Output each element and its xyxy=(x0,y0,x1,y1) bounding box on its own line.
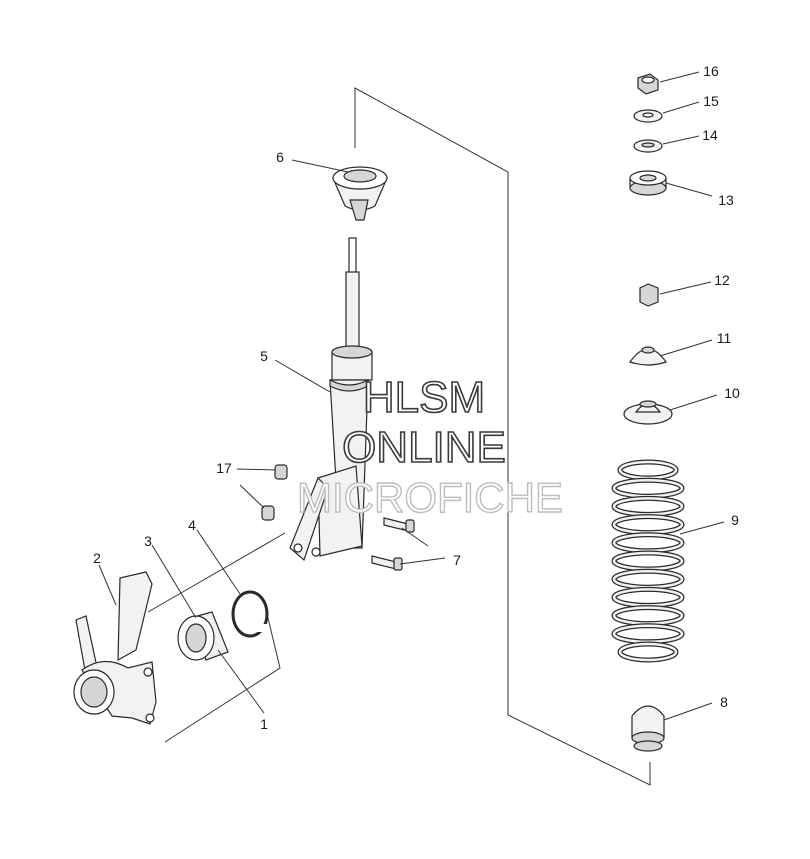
callout-8: 8 xyxy=(720,694,728,710)
bolts xyxy=(371,517,415,571)
callout-9: 9 xyxy=(731,512,739,528)
callout-5: 5 xyxy=(260,348,268,364)
callout-16: 16 xyxy=(703,63,719,79)
leader-lines xyxy=(98,71,725,721)
small-nuts xyxy=(261,464,288,521)
watermark-line-2: ONLINE xyxy=(342,423,506,472)
wheel-bearing xyxy=(177,611,229,661)
callout-2: 2 xyxy=(93,550,101,566)
callout-14: 14 xyxy=(702,127,718,143)
bearing-13 xyxy=(629,170,667,196)
coil-spring xyxy=(611,459,685,663)
strut-assembly xyxy=(289,237,373,562)
spring-coil-highlight xyxy=(618,642,678,662)
nut-12 xyxy=(639,283,659,307)
callout-11: 11 xyxy=(717,330,732,346)
watermark: HLSM ONLINE MICROFICHE xyxy=(296,372,563,522)
callout-7: 7 xyxy=(453,552,461,568)
strut-mount xyxy=(332,166,388,221)
washer-14 xyxy=(633,139,663,153)
steering-knuckle xyxy=(73,571,157,725)
snap-ring xyxy=(231,590,269,638)
cup-11 xyxy=(629,346,667,366)
callout-17: 17 xyxy=(216,460,232,476)
callout-1: 1 xyxy=(260,716,268,732)
callout-6: 6 xyxy=(276,149,284,165)
nut-16 xyxy=(637,73,659,95)
watermark-line-1: HLSM xyxy=(363,373,485,422)
callout-labels: 1 2 3 4 5 6 7 8 9 10 11 12 13 14 15 16 1… xyxy=(93,63,740,732)
callout-15: 15 xyxy=(703,93,719,109)
spring-seat-10 xyxy=(623,400,673,425)
callout-13: 13 xyxy=(718,192,734,208)
callout-12: 12 xyxy=(714,272,730,288)
bump-stop xyxy=(631,705,665,752)
callout-4: 4 xyxy=(188,517,196,533)
assembly-lines xyxy=(147,87,651,786)
callout-3: 3 xyxy=(144,533,152,549)
watermark-line-3: MICROFICHE xyxy=(297,474,563,521)
callout-10: 10 xyxy=(724,385,740,401)
washer-15 xyxy=(633,109,663,123)
